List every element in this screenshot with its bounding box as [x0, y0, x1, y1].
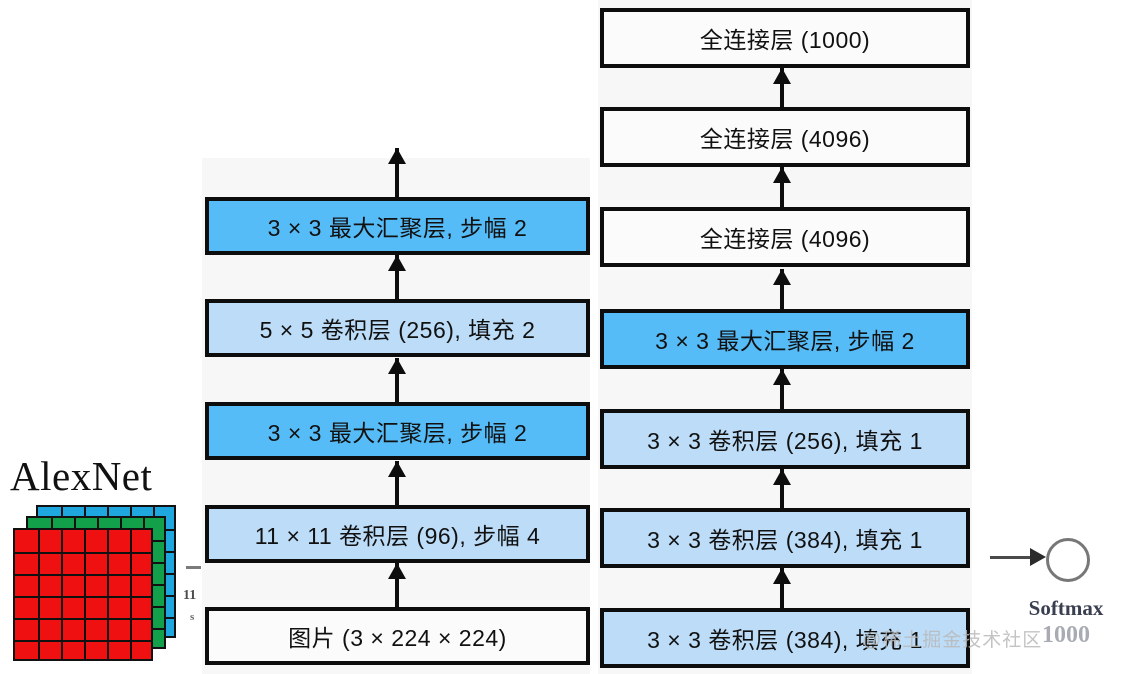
arrow-head	[773, 167, 791, 183]
page-title: AlexNet	[10, 453, 153, 499]
right-layer-box-1[interactable]: 全连接层 (4096)	[600, 107, 970, 167]
left-layer-label-4: 图片 (3 × 224 × 224)	[288, 625, 507, 651]
input-tensor-illustration	[8, 505, 188, 670]
softmax-arrow-shaft	[990, 556, 1042, 559]
left-layer-box-2[interactable]: 3 × 3 最大汇聚层, 步幅 2	[205, 402, 590, 460]
right-layer-label-6: 3 × 3 卷积层 (384), 填充 1	[647, 627, 923, 653]
arrow-shaft	[780, 568, 784, 608]
arrow-shaft	[395, 461, 399, 505]
left-layer-box-0[interactable]: 3 × 3 最大汇聚层, 步幅 2	[205, 197, 590, 255]
arrow-head	[773, 369, 791, 385]
softmax-arrow-head	[1030, 548, 1046, 566]
right-layer-label-1: 全连接层 (4096)	[699, 126, 871, 152]
arrow-head	[773, 568, 791, 584]
watermark: @稀土掘金技术社区	[862, 630, 1043, 651]
left-layer-label-0: 3 × 3 最大汇聚层, 步幅 2	[267, 215, 528, 241]
left-layer-label-3: 11 × 11 卷积层 (96), 步幅 4	[254, 523, 541, 549]
arrow-head	[388, 255, 406, 271]
arrow-shaft	[395, 563, 399, 607]
right-layer-box-0[interactable]: 全连接层 (1000)	[600, 8, 970, 68]
arrow-head	[773, 269, 791, 285]
left-layer-label-2: 3 × 3 最大汇聚层, 步幅 2	[267, 420, 528, 446]
arrow-head	[773, 68, 791, 84]
arrow-head	[388, 461, 406, 477]
arrow-shaft	[395, 255, 399, 299]
left-layer-box-1[interactable]: 5 × 5 卷积层 (256), 填充 2	[205, 299, 590, 357]
right-layer-label-0: 全连接层 (1000)	[699, 27, 871, 53]
tensor-annotation-value: 11	[183, 588, 197, 603]
right-layer-box-5[interactable]: 3 × 3 卷积层 (384), 填充 1	[600, 508, 970, 568]
arrow-shaft	[780, 68, 784, 107]
softmax-label: Softmax	[1028, 596, 1104, 620]
right-layer-box-4[interactable]: 3 × 3 卷积层 (256), 填充 1	[600, 409, 970, 469]
arrow-head	[388, 148, 406, 164]
right-layer-box-6[interactable]: 3 × 3 卷积层 (384), 填充 1	[600, 608, 970, 668]
tensor-plane-red	[13, 528, 153, 661]
left-layer-box-4[interactable]: 图片 (3 × 224 × 224)	[205, 607, 590, 665]
arrow-shaft	[780, 469, 784, 508]
tensor-grid-red	[15, 530, 151, 659]
arrow-shaft	[780, 269, 784, 309]
softmax-count: 1000	[1042, 622, 1090, 648]
left-layer-box-3[interactable]: 11 × 11 卷积层 (96), 步幅 4	[205, 505, 590, 563]
right-layer-label-5: 3 × 3 卷积层 (384), 填充 1	[647, 527, 923, 553]
right-layer-label-2: 全连接层 (4096)	[699, 226, 871, 252]
arrow-head	[388, 563, 406, 579]
right-layer-box-2[interactable]: 全连接层 (4096)	[600, 207, 970, 267]
tensor-annotation-rule	[186, 566, 201, 569]
left-layer-label-1: 5 × 5 卷积层 (256), 填充 2	[259, 317, 536, 343]
arrow-shaft	[780, 167, 784, 207]
right-layer-label-4: 3 × 3 卷积层 (256), 填充 1	[647, 428, 923, 454]
arrow-shaft	[395, 358, 399, 402]
arrow-shaft	[395, 148, 399, 197]
arrow-shaft	[780, 369, 784, 409]
arrow-head	[388, 358, 406, 374]
arrow-head	[773, 469, 791, 485]
tensor-annotation-unit: s	[190, 611, 195, 623]
softmax-node-circle-icon	[1046, 538, 1090, 582]
right-layer-label-3: 3 × 3 最大汇聚层, 步幅 2	[655, 328, 915, 354]
right-layer-box-3[interactable]: 3 × 3 最大汇聚层, 步幅 2	[600, 309, 970, 369]
